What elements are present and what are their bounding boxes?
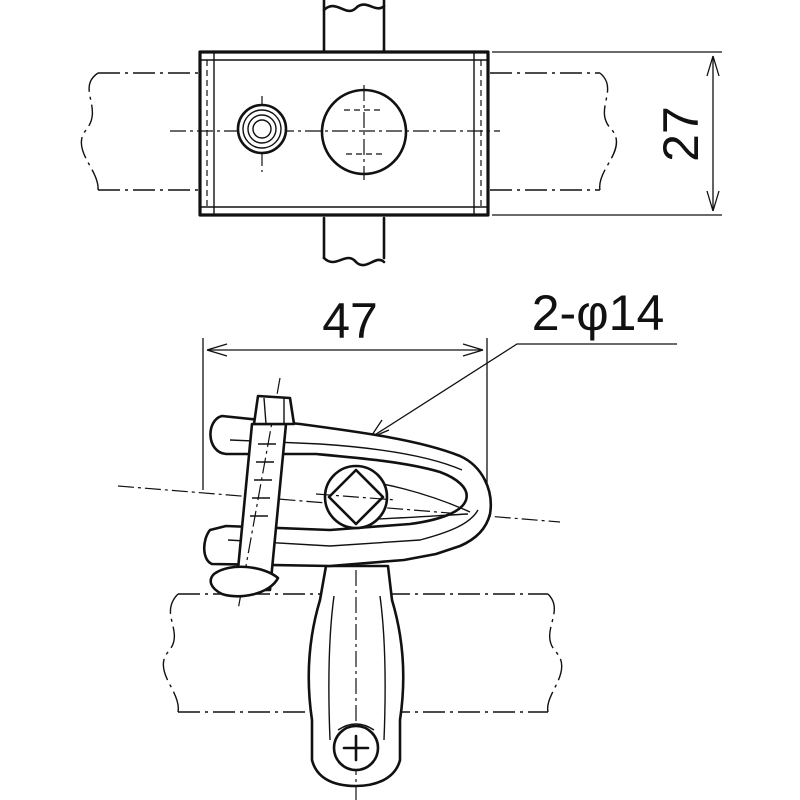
top-view-vertical-pipe [322,0,386,267]
dimension-height: 27 [492,51,722,216]
dimension-hole-label: 2-φ14 [532,285,665,341]
dimension-width-label: 47 [322,293,378,349]
top-view-bolt [236,103,288,155]
front-view-vertical-pipe [307,564,405,800]
top-view-horizontal-pipe-phantom [80,72,618,191]
top-view: 27 [80,0,722,267]
front-view: 47 2-φ14 [117,285,677,800]
dimension-height-label: 27 [653,106,709,162]
dimension-width: 47 [202,293,488,500]
front-view-pipe-section [315,464,397,530]
front-view-bolt [209,377,296,611]
dimension-hole-leader: 2-φ14 [369,285,677,439]
top-view-pipe-hole [320,88,408,176]
